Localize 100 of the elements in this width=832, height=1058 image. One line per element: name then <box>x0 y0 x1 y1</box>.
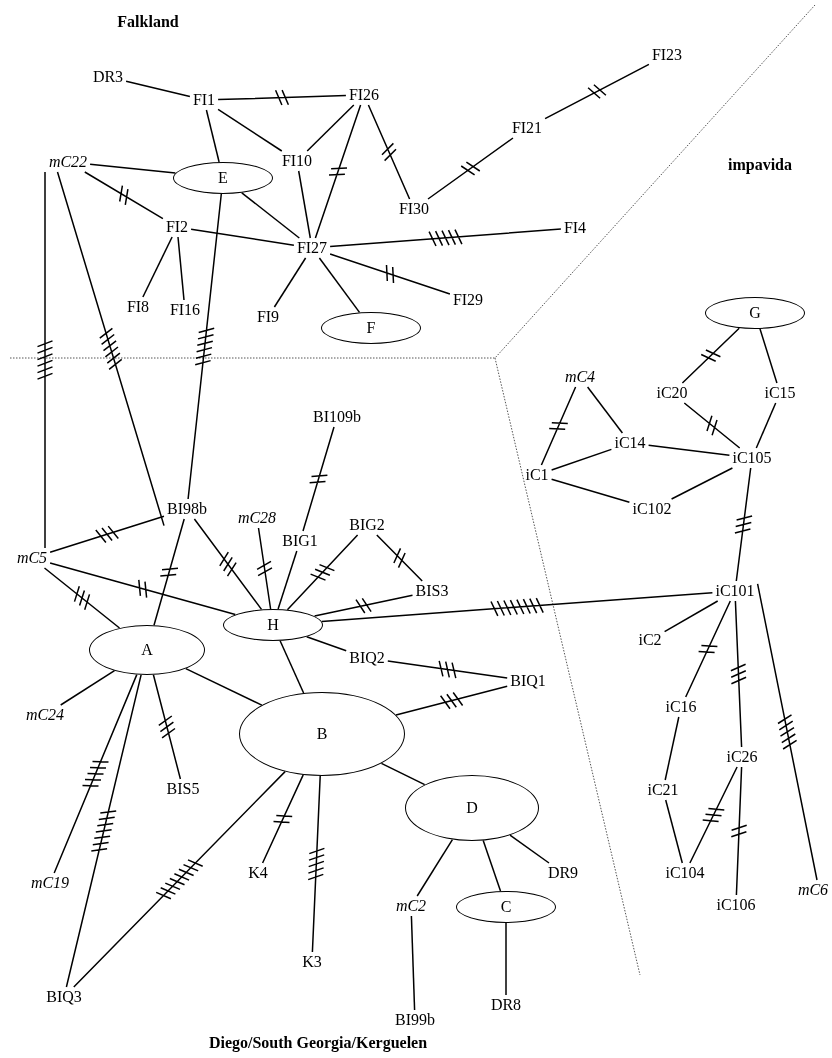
network-line-with-mutation-ticks <box>217 89 347 106</box>
network-line-with-mutation-ticks <box>387 660 508 679</box>
haplotype-label: mC4 <box>561 367 599 387</box>
network-line-with-mutation-ticks <box>376 534 423 582</box>
haplotype-label: FI1 <box>189 90 219 110</box>
haplotype-label: BI109b <box>310 407 364 427</box>
haplotype-label: FI21 <box>508 118 546 138</box>
haplotype-label: BIG2 <box>346 515 388 535</box>
haplotype-label: BIG1 <box>279 531 321 551</box>
haplotype-label: BIQ3 <box>43 987 85 1007</box>
haplotype-label: iC104 <box>662 863 708 883</box>
network-line-with-mutation-ticks <box>43 567 121 629</box>
network-line <box>217 108 283 152</box>
network-line <box>279 640 305 694</box>
haplotype-label: FI29 <box>449 290 487 310</box>
haplotype-label: FI23 <box>648 45 686 65</box>
network-line-with-mutation-ticks <box>395 685 508 716</box>
network-line-with-mutation-ticks <box>730 600 747 748</box>
haplotype-label: FI27 <box>293 238 331 258</box>
network-line-with-mutation-ticks <box>329 228 562 248</box>
network-line <box>177 236 185 301</box>
network-line-with-mutation-ticks <box>329 253 451 295</box>
haplotype-label: FI8 <box>123 297 153 317</box>
network-line <box>664 716 680 781</box>
haplotype-label: iC102 <box>629 499 675 519</box>
network-line-with-mutation-ticks <box>756 583 818 881</box>
network-line-with-mutation-ticks <box>314 104 362 239</box>
haplotype-label: iC1 <box>522 465 552 485</box>
region-label: Diego/South Georgia/Kerguelen <box>208 1034 428 1052</box>
haplotype-label: D <box>466 799 478 817</box>
haplotype-label: FI26 <box>345 85 383 105</box>
haplotype-ellipse <box>223 609 323 641</box>
network-line-with-mutation-ticks <box>683 402 741 449</box>
haplotype-label: mC2 <box>392 896 430 916</box>
haplotype-label: H <box>267 616 279 634</box>
network-line-with-mutation-ticks <box>730 766 748 896</box>
network-line <box>759 328 778 384</box>
network-line-with-mutation-ticks <box>65 674 142 988</box>
haplotype-label: K4 <box>245 863 271 883</box>
haplotype-label: mC24 <box>22 705 68 725</box>
haplotype-label: iC26 <box>723 747 761 767</box>
network-line <box>550 478 631 504</box>
haplotype-label: iC16 <box>662 697 700 717</box>
network-line <box>663 600 719 633</box>
haplotype-label: FI10 <box>278 151 316 171</box>
network-line-with-mutation-ticks <box>53 673 138 874</box>
network-line-with-mutation-ticks <box>256 527 273 610</box>
haplotype-label: iC106 <box>713 895 759 915</box>
network-line <box>59 669 116 706</box>
haplotype-label: iC20 <box>653 383 691 403</box>
network-line <box>505 922 507 996</box>
network-line <box>755 402 777 449</box>
network-line-with-mutation-ticks <box>544 63 650 120</box>
network-line <box>142 236 173 298</box>
haplotype-label: BIQ1 <box>507 671 549 691</box>
haplotype-label: BIS3 <box>412 581 452 601</box>
network-line <box>664 799 684 864</box>
network-line <box>509 834 550 864</box>
network-line-with-mutation-ticks <box>261 774 304 864</box>
network-line-with-mutation-ticks <box>49 562 237 616</box>
haplotype-label: DR8 <box>487 995 525 1015</box>
haplotype-label: DR3 <box>89 67 127 87</box>
network-line-with-mutation-ticks <box>681 327 740 384</box>
network-line-with-mutation-ticks <box>367 104 411 200</box>
haplotype-label: B <box>316 725 328 743</box>
haplotype-label: mC28 <box>234 508 280 528</box>
haplotype-label: FI4 <box>560 218 590 238</box>
haplotype-label: FI9 <box>253 307 283 327</box>
network-line-with-mutation-ticks <box>684 600 732 698</box>
haplotype-label: mC6 <box>794 880 832 900</box>
haplotype-label: F <box>366 319 376 337</box>
network-line <box>550 448 613 471</box>
haplotype-label: FI30 <box>395 199 433 219</box>
network-line-with-mutation-ticks <box>73 770 286 988</box>
haplotype-label: iC14 <box>611 433 649 453</box>
haplotype-label: mC19 <box>27 873 73 893</box>
haplotype-label: iC21 <box>644 780 682 800</box>
haplotype-label: FI2 <box>162 217 192 237</box>
network-line <box>205 109 220 163</box>
haplotype-label: C <box>500 898 512 916</box>
haplotype-label: BIQ2 <box>346 648 388 668</box>
haplotype-label: BI99b <box>392 1010 438 1030</box>
network-line-with-mutation-ticks <box>307 775 326 953</box>
region-label: Falkland <box>117 13 179 31</box>
haplotype-label: mC5 <box>13 548 51 568</box>
haplotype-label: DR9 <box>544 863 582 883</box>
network-line <box>318 257 361 314</box>
network-line-with-mutation-ticks <box>84 171 164 220</box>
region-label: impavida <box>728 156 792 174</box>
network-line <box>380 762 426 786</box>
haplotype-label: iC101 <box>712 581 758 601</box>
network-line-with-mutation-ticks <box>540 386 577 466</box>
network-line-with-mutation-ticks <box>313 594 414 617</box>
haplotype-label: E <box>218 169 228 187</box>
network-line <box>305 636 347 652</box>
network-line-with-mutation-ticks <box>689 766 738 864</box>
network-line <box>410 915 416 1011</box>
haplotype-label: BIS5 <box>163 779 203 799</box>
network-line <box>297 170 312 239</box>
network-line-with-mutation-ticks <box>302 426 335 532</box>
